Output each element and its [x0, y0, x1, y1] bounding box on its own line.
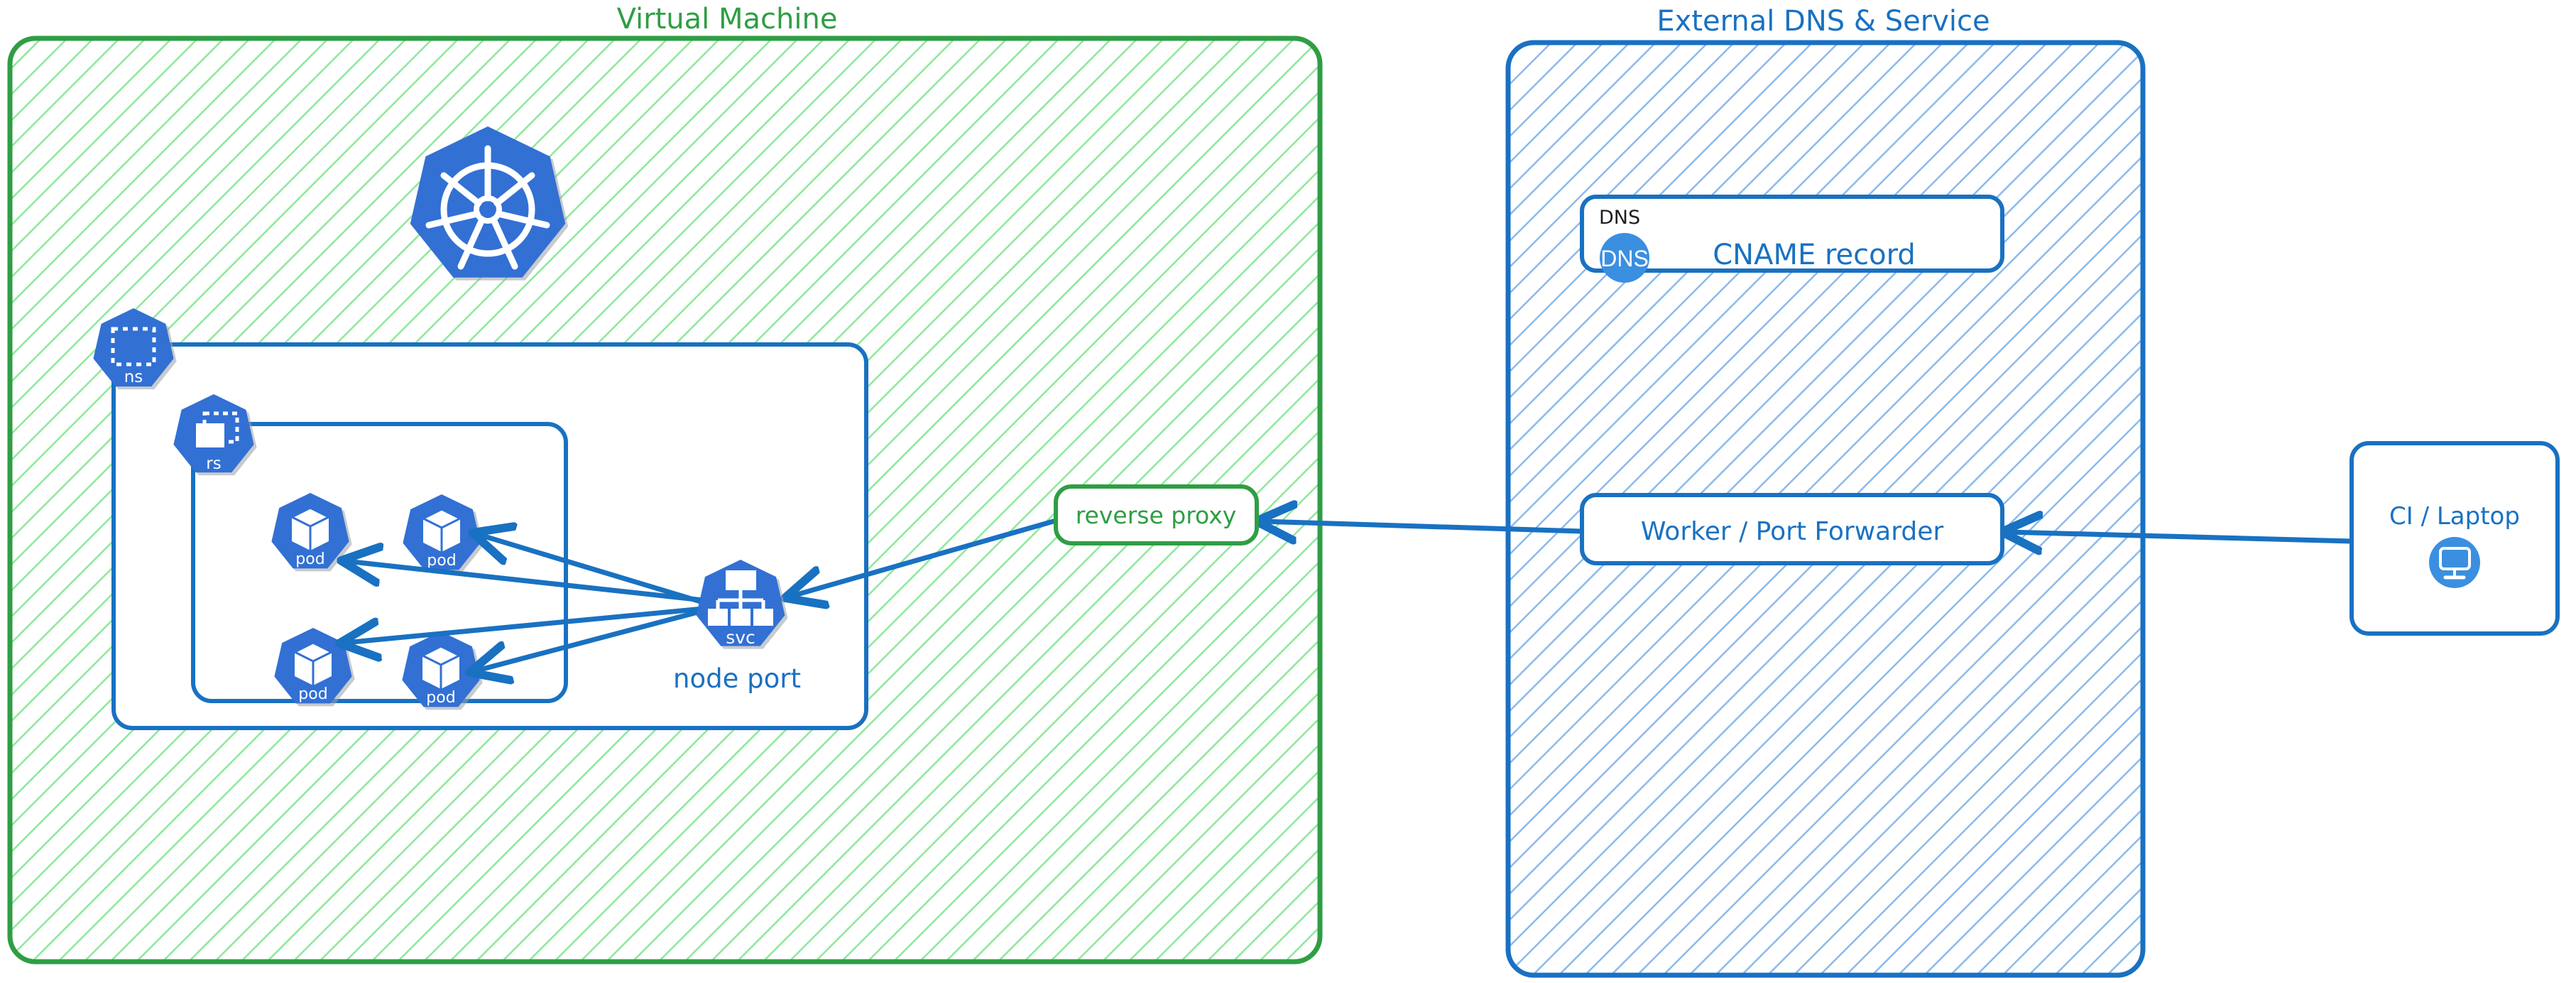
kubernetes-logo — [410, 126, 566, 278]
ci-laptop-label: CI / Laptop — [2389, 502, 2520, 531]
service-badge: svc — [696, 560, 785, 648]
ci-laptop-box[interactable]: CI / Laptop — [2349, 441, 2560, 636]
pod-3-label: pod — [298, 685, 327, 703]
arrow-ci-to-worker — [2007, 532, 2354, 541]
replicaset-badge-label: rs — [206, 455, 221, 473]
reverse-proxy-label: reverse proxy — [1076, 501, 1237, 529]
external-dns-title: External DNS & Service — [1657, 5, 1990, 38]
replicaset-glyph — [196, 411, 239, 447]
pod-1-label: pod — [295, 550, 324, 568]
arrow-svc-to-pod-2 — [477, 534, 706, 605]
arrow-svc-to-pod-1 — [346, 561, 706, 603]
namespace-badge-label: ns — [124, 368, 143, 386]
pod-cube-icon — [292, 641, 334, 685]
arrow-reverse-proxy-to-service — [790, 518, 1059, 597]
pod-2: pod — [403, 494, 481, 570]
dns-tag-label: DNS — [1599, 207, 1640, 229]
node-port-caption: node port — [673, 663, 801, 694]
pod-3: pod — [274, 628, 352, 704]
worker-port-forwarder-box[interactable]: Worker / Port Forwarder — [1580, 493, 2004, 565]
namespace-badge: ns — [93, 308, 174, 387]
pod-cube-icon — [420, 645, 462, 689]
namespace-glyph — [111, 327, 156, 366]
arrow-svc-to-pod-3 — [344, 606, 706, 643]
arrow-svc-to-pod-4 — [474, 608, 706, 671]
dns-record-box[interactable]: DNS DNS CNAME record — [1580, 195, 2004, 283]
dns-icon-label: DNS — [1600, 246, 1649, 271]
dns-circle-icon: DNS — [1600, 233, 1649, 283]
virtual-machine-title: Virtual Machine — [617, 3, 838, 36]
pod-cube-icon — [289, 506, 332, 550]
replicaset-badge: rs — [173, 394, 254, 473]
pod-2-label: pod — [427, 552, 456, 570]
pod-1: pod — [271, 493, 349, 569]
pod-4: pod — [402, 631, 480, 707]
reverse-proxy-box[interactable]: reverse proxy — [1054, 484, 1259, 545]
worker-label: Worker / Port Forwarder — [1641, 517, 1944, 546]
service-badge-label: svc — [726, 627, 755, 648]
monitor-icon — [2429, 537, 2480, 588]
pod-4-label: pod — [426, 689, 455, 707]
cname-record-label: CNAME record — [1713, 239, 1916, 271]
arrow-worker-to-reverse-proxy — [1261, 521, 1585, 531]
pod-cube-icon — [420, 508, 463, 552]
service-tree-icon — [708, 570, 773, 626]
